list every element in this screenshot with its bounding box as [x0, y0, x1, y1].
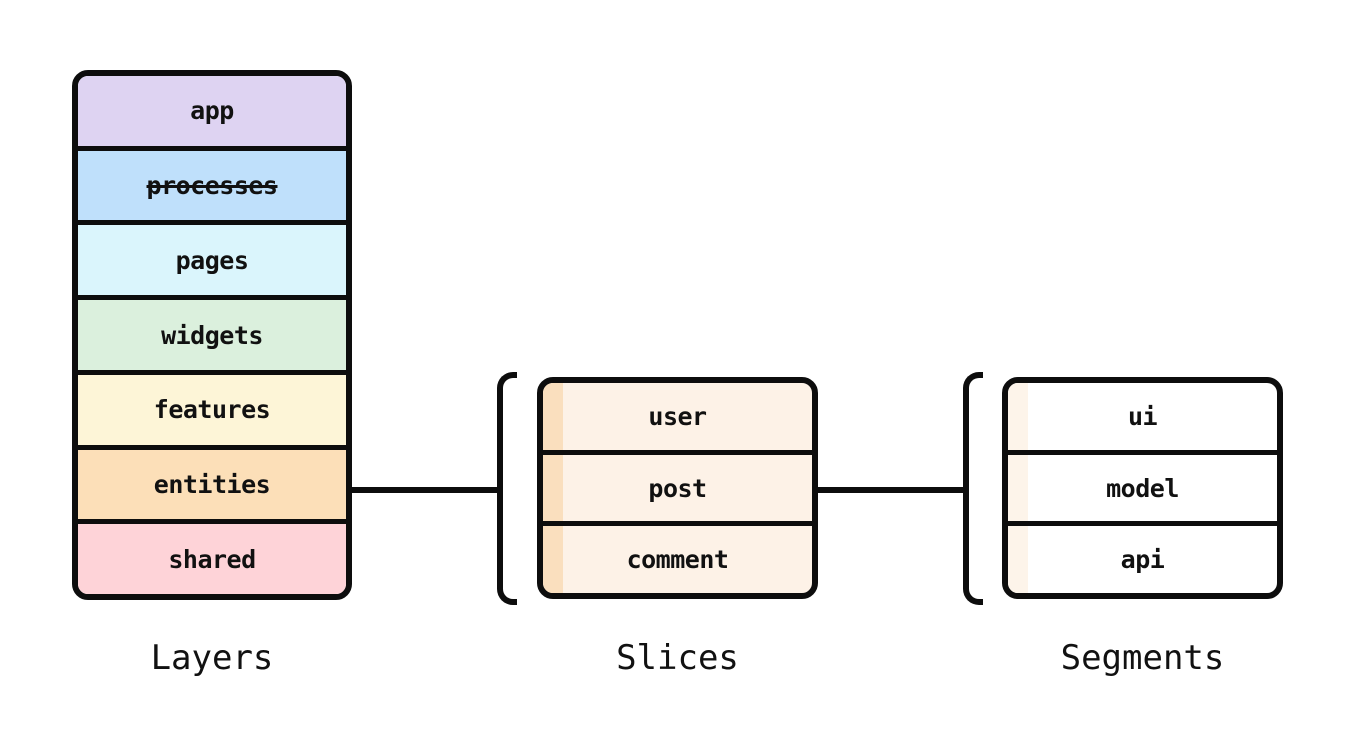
slices-accent-stripe: [543, 383, 563, 593]
layers-title: Layers: [150, 638, 274, 678]
layer-label-widgets: widgets: [161, 320, 263, 350]
slice-row-user: user: [543, 383, 812, 450]
connector-layers-to-slices: [349, 487, 499, 493]
segments-stack: ui model api: [1002, 377, 1283, 599]
slice-label-comment: comment: [626, 545, 729, 575]
layer-row-shared: shared: [78, 519, 346, 594]
layer-label-shared: shared: [168, 544, 256, 574]
slice-label-post: post: [648, 473, 707, 503]
layer-label-features: features: [153, 395, 271, 425]
segments-accent-stripe: [1008, 383, 1028, 593]
slice-row-comment: comment: [543, 521, 812, 593]
layer-row-entities: entities: [78, 444, 346, 520]
segment-row-api: api: [1008, 521, 1277, 593]
connector-slices-to-segments: [815, 487, 965, 493]
segment-label-model: model: [1106, 473, 1179, 503]
layer-label-app: app: [190, 96, 234, 126]
segment-row-ui: ui: [1008, 383, 1277, 450]
segment-label-ui: ui: [1127, 401, 1158, 431]
layer-row-pages: pages: [78, 220, 346, 296]
layer-label-processes: processes: [146, 171, 278, 201]
slice-label-user: user: [648, 401, 707, 431]
layer-label-pages: pages: [175, 245, 249, 275]
layer-row-widgets: widgets: [78, 295, 346, 370]
layer-row-processes: processes: [78, 145, 346, 221]
segment-label-api: api: [1120, 545, 1165, 575]
layer-label-entities: entities: [153, 469, 271, 499]
layers-stack: app processes pages widgets features ent…: [72, 70, 352, 600]
slices-stack: user post comment: [537, 377, 818, 599]
layer-row-app: app: [78, 76, 346, 146]
slice-row-post: post: [543, 449, 812, 522]
segment-row-model: model: [1008, 449, 1277, 522]
segments-title: Segments: [1060, 638, 1225, 678]
slices-bracket-icon: [497, 372, 517, 605]
layer-row-features: features: [78, 369, 346, 445]
segments-bracket-icon: [963, 372, 983, 605]
slices-title: Slices: [616, 638, 739, 678]
